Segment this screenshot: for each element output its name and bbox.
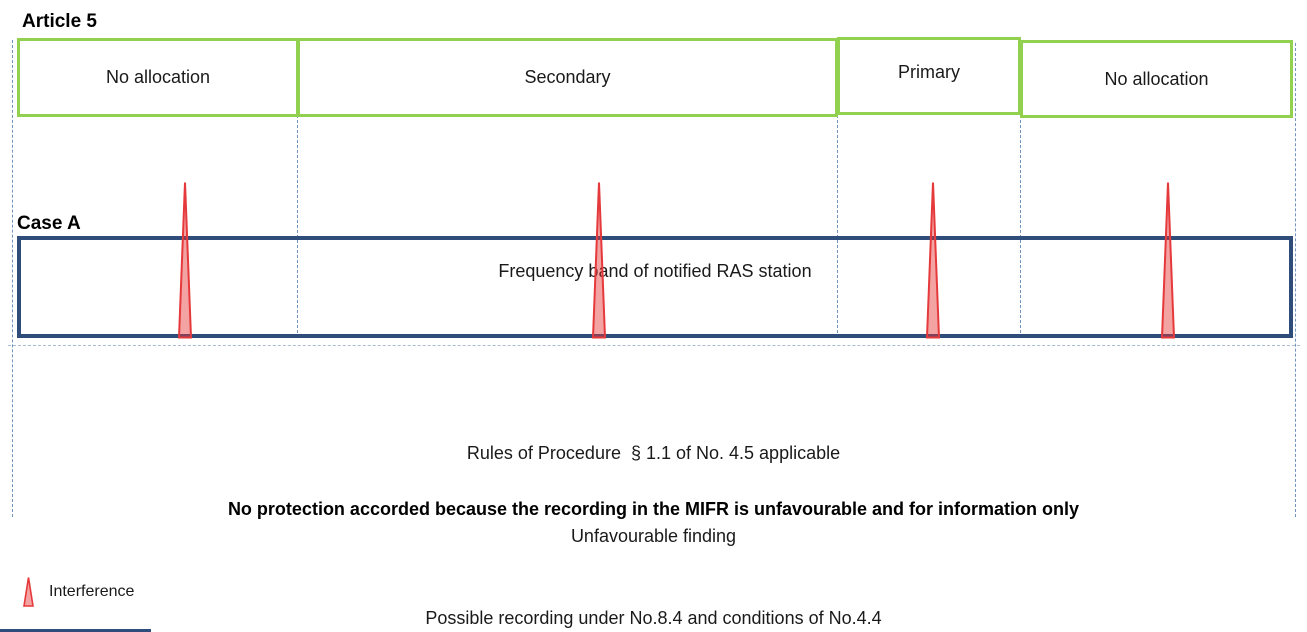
frequency-boundary-guide-2 xyxy=(837,40,838,338)
interference-spike-icon xyxy=(925,182,941,339)
interference-spike-icon xyxy=(23,577,34,607)
allocation-segment-label: Secondary xyxy=(524,67,611,87)
interference-spike-icon xyxy=(591,182,607,339)
case-a-label: Case A xyxy=(17,213,81,234)
band-bottom-guide xyxy=(8,345,1300,346)
allocation-segment-label: No allocation xyxy=(105,67,211,87)
finding-line: Unfavourable finding xyxy=(570,525,737,546)
bottom-border-fragment xyxy=(0,629,151,632)
interference-spike-icon xyxy=(1160,182,1176,339)
ras-band-box: Frequency band of notified RAS station xyxy=(17,236,1293,338)
allocation-segment-label: Primary xyxy=(898,62,960,82)
allocation-segment-no-allocation-left: No allocation xyxy=(17,38,299,117)
allocation-segment-secondary: Secondary xyxy=(297,38,838,117)
rules-of-procedure-line: Rules of Procedure § 1.1 of No. 4.5 appl… xyxy=(466,443,841,463)
interference-spike-icon xyxy=(177,182,193,339)
findings-text-block: Rules of Procedure § 1.1 of No. 4.5 appl… xyxy=(0,385,1307,632)
allocation-segment-label: No allocation xyxy=(1104,68,1209,89)
frequency-boundary-guide-left xyxy=(12,40,13,517)
allocation-segment-primary: Primary xyxy=(837,37,1021,115)
legend: Interference xyxy=(22,576,134,608)
ras-band-label: Frequency band of notified RAS station xyxy=(498,261,812,281)
frequency-boundary-guide-right xyxy=(1295,43,1296,517)
recording-line: Possible recording under No.8.4 and cond… xyxy=(425,608,882,628)
frequency-boundary-guide-1 xyxy=(297,40,298,338)
frequency-boundary-guide-3 xyxy=(1020,40,1021,338)
article-title: Article 5 xyxy=(22,11,97,32)
legend-interference-label: Interference xyxy=(49,583,135,600)
conclusion-line: No protection accorded because the recor… xyxy=(227,499,1080,519)
allocation-segment-no-allocation-right: No allocation xyxy=(1020,40,1293,118)
